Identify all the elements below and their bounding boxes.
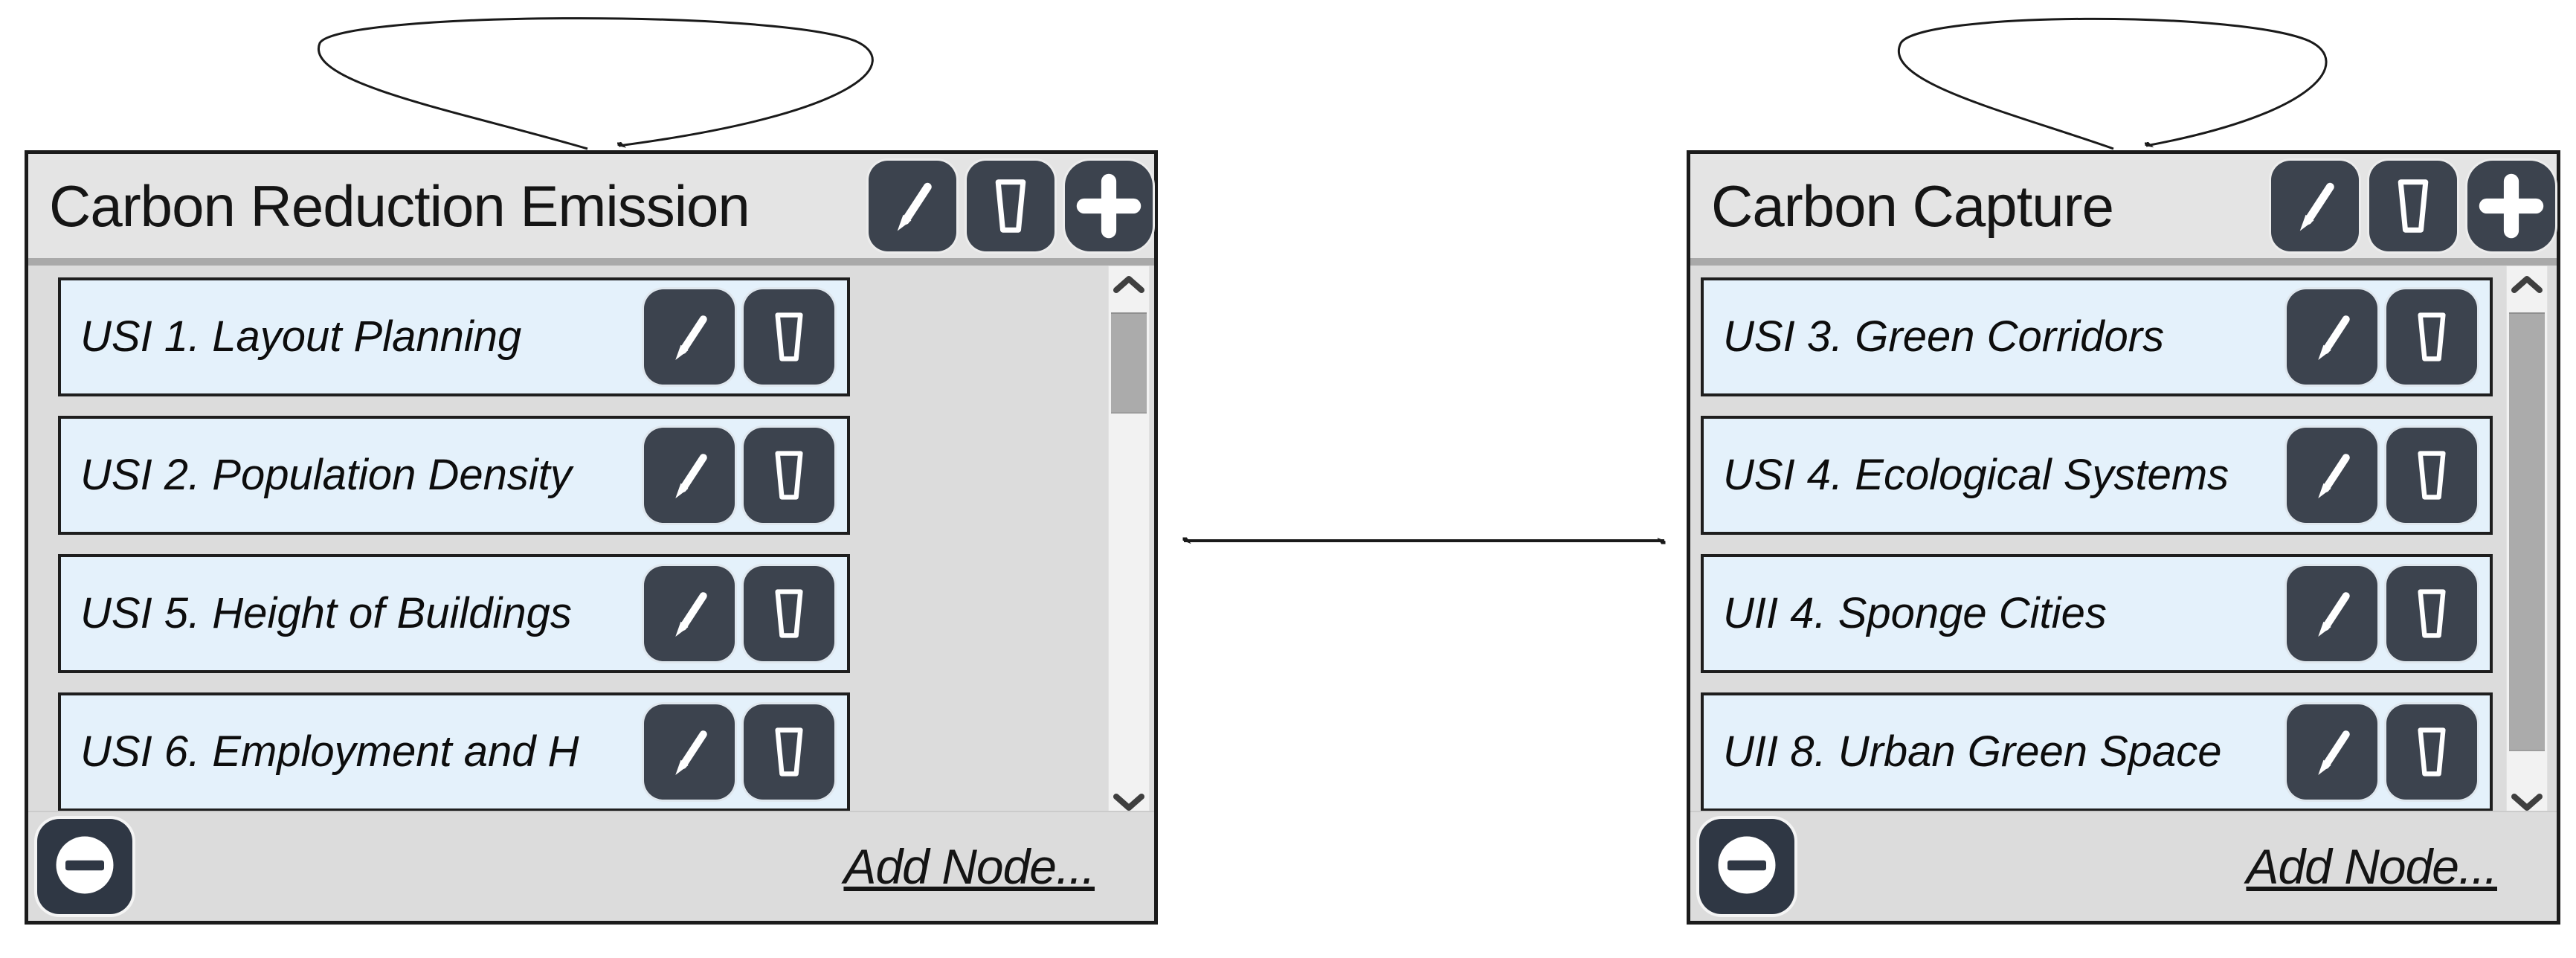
vertical-scrollbar[interactable]	[1108, 266, 1150, 824]
trash-icon	[765, 443, 813, 507]
trash-icon	[765, 720, 813, 784]
node-item[interactable]: UII 4. Sponge Cities	[1701, 554, 2493, 673]
edit-node-button[interactable]	[2287, 428, 2377, 523]
trash-icon	[2408, 443, 2456, 507]
delete-node-button[interactable]	[744, 566, 834, 661]
edit-node-button[interactable]	[2287, 704, 2377, 800]
node-list: USI 3. Green Corridors USI 4. Ecological…	[1690, 266, 2557, 824]
edit-node-button[interactable]	[644, 289, 735, 385]
pencil-icon	[2286, 172, 2344, 240]
add-group-button[interactable]	[2467, 161, 2555, 251]
edit-node-button[interactable]	[644, 566, 735, 661]
chevron-up-icon	[1109, 274, 1149, 298]
scroll-up-button[interactable]	[1109, 266, 1149, 305]
node-item[interactable]: USI 2. Population Density	[58, 416, 850, 535]
node-label: UII 8. Urban Green Space	[1723, 727, 2222, 776]
panel-title: Carbon Capture	[1711, 173, 2114, 239]
pencil-icon	[2305, 581, 2359, 646]
node-item[interactable]: USI 3. Green Corridors	[1701, 277, 2493, 396]
panel-title: Carbon Reduction Emission	[49, 173, 750, 239]
edit-node-button[interactable]	[644, 428, 735, 523]
pencil-icon	[2305, 719, 2359, 785]
vertical-scrollbar[interactable]	[2506, 266, 2548, 824]
delete-node-button[interactable]	[2386, 704, 2477, 800]
delete-node-button[interactable]	[744, 289, 834, 385]
edit-group-button[interactable]	[2271, 161, 2359, 251]
node-item[interactable]: USI 5. Height of Buildings	[58, 554, 850, 673]
node-label: USI 5. Height of Buildings	[80, 589, 572, 637]
panel-header[interactable]: Carbon Capture	[1690, 154, 2557, 266]
group-panel-carbon-reduction-emission[interactable]: Carbon Reduction Emission	[25, 150, 1158, 925]
self-loop-arrow-right	[1898, 17, 2328, 150]
panel-toolbar	[858, 161, 1154, 251]
trash-icon	[2408, 582, 2456, 646]
edit-node-button[interactable]	[2287, 289, 2377, 385]
chevron-down-icon	[2507, 792, 2547, 817]
chevron-down-icon	[1109, 792, 1149, 817]
trash-icon	[2408, 305, 2456, 369]
group-panel-carbon-capture[interactable]: Carbon Capture	[1687, 150, 2560, 925]
minus-circle-icon	[46, 826, 123, 907]
self-loop-arrow-left	[317, 17, 874, 150]
trash-icon	[2408, 720, 2456, 784]
trash-icon	[765, 582, 813, 646]
collapse-group-button[interactable]	[37, 819, 132, 914]
node-label: USI 3. Green Corridors	[1723, 312, 2165, 361]
delete-node-button[interactable]	[744, 704, 834, 800]
plus-icon	[2477, 172, 2546, 240]
pencil-icon	[663, 581, 716, 646]
panel-footer: Add Node...	[28, 811, 1154, 921]
edit-node-button[interactable]	[2287, 566, 2377, 661]
node-item[interactable]: USI 6. Employment and H	[58, 692, 850, 811]
node-label: USI 6. Employment and H	[80, 727, 579, 776]
pencil-icon	[663, 304, 716, 370]
node-label: USI 2. Population Density	[80, 451, 572, 499]
delete-group-button[interactable]	[967, 161, 1054, 251]
node-item[interactable]: USI 1. Layout Planning	[58, 277, 850, 396]
pencil-icon	[663, 719, 716, 785]
pencil-icon	[883, 172, 941, 240]
pencil-icon	[2305, 443, 2359, 508]
node-label: UII 4. Sponge Cities	[1723, 589, 2107, 637]
trash-icon	[765, 305, 813, 369]
edit-node-button[interactable]	[644, 704, 735, 800]
panel-header[interactable]: Carbon Reduction Emission	[28, 154, 1154, 266]
plus-icon	[1075, 172, 1143, 240]
delete-node-button[interactable]	[2386, 566, 2477, 661]
node-item[interactable]: UII 8. Urban Green Space	[1701, 692, 2493, 811]
minus-circle-icon	[1708, 826, 1786, 907]
delete-group-button[interactable]	[2369, 161, 2457, 251]
delete-node-button[interactable]	[2386, 289, 2477, 385]
panel-footer: Add Node...	[1690, 811, 2557, 921]
node-item[interactable]: USI 4. Ecological Systems	[1701, 416, 2493, 535]
scrollbar-thumb[interactable]	[2509, 312, 2545, 751]
node-list: USI 1. Layout Planning USI 2. Population…	[28, 266, 1154, 824]
edit-group-button[interactable]	[869, 161, 956, 251]
delete-node-button[interactable]	[2386, 428, 2477, 523]
trash-icon	[985, 173, 1037, 240]
node-label: USI 4. Ecological Systems	[1723, 451, 2229, 499]
scrollbar-thumb[interactable]	[1111, 312, 1147, 414]
chevron-up-icon	[2507, 274, 2547, 298]
delete-node-button[interactable]	[744, 428, 834, 523]
pencil-icon	[2305, 304, 2359, 370]
collapse-group-button[interactable]	[1699, 819, 1794, 914]
add-node-link[interactable]: Add Node...	[2246, 839, 2498, 894]
pencil-icon	[663, 443, 716, 508]
add-node-link[interactable]: Add Node...	[843, 839, 1095, 894]
add-group-button[interactable]	[1065, 161, 1153, 251]
trash-icon	[2387, 173, 2439, 240]
node-label: USI 1. Layout Planning	[80, 312, 522, 361]
scroll-up-button[interactable]	[2507, 266, 2547, 305]
panel-toolbar	[2261, 161, 2557, 251]
